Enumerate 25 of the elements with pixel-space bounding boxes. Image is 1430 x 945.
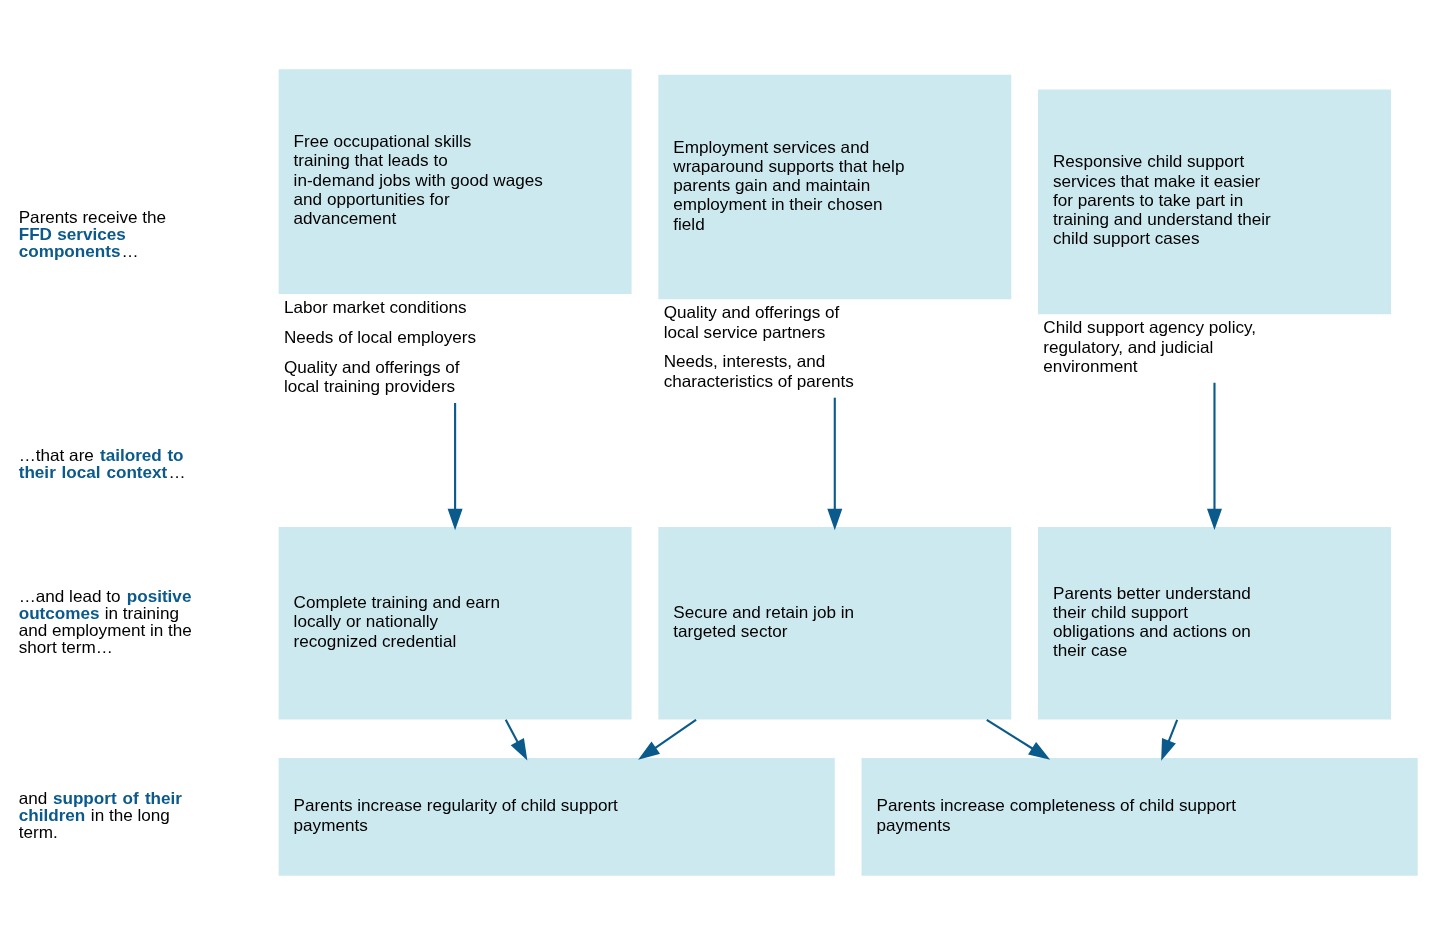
arrow (638, 718, 697, 760)
node-label: Quality and offerings of local service partners (663, 303, 840, 342)
arrow (504, 719, 528, 761)
arrow (986, 718, 1051, 760)
node-box: Free occupational skills training that leads to in-demand jobs with good wages and opportunities for advancement (278, 69, 632, 294)
node-box: Parents increase regularity of child support payments (278, 758, 835, 876)
label: …and lead to positive outcomes in training and employment in the short term… (18, 586, 192, 658)
arrow (447, 403, 463, 531)
node-box: Secure and retain job in targeted sector (658, 527, 1012, 720)
node-box: Employment services and wraparound supports that help parents gain and maintain employment in their chosen field (658, 74, 1012, 300)
node-label: Needs, interests, and characteristics of parents (663, 352, 854, 391)
node-box: Parents increase completeness of child support payments (861, 758, 1418, 876)
node-label: Child support agency policy, regulatory, and judicial environment (1043, 318, 1257, 376)
label: and support of their children in the long term. (18, 788, 183, 843)
arrow (1161, 719, 1179, 761)
label: …that are tailored to their local context… (18, 445, 186, 482)
node-box: Parents better understand their child support obligations and actions on their case (1038, 527, 1391, 720)
node-box: Complete training and earn locally or nationally recognized credential (278, 527, 632, 720)
label: Parents receive the FFD services components… (18, 208, 167, 262)
arrow (1207, 382, 1222, 531)
node-label: Needs of local employers (283, 327, 477, 347)
arrow (827, 397, 843, 531)
node-box: Responsive child support services that make it easier for parents to take part in training and understand their child support cases (1038, 89, 1391, 315)
node-label: Labor market conditions (283, 297, 467, 317)
node-label: Quality and offerings of local training providers (283, 357, 460, 397)
